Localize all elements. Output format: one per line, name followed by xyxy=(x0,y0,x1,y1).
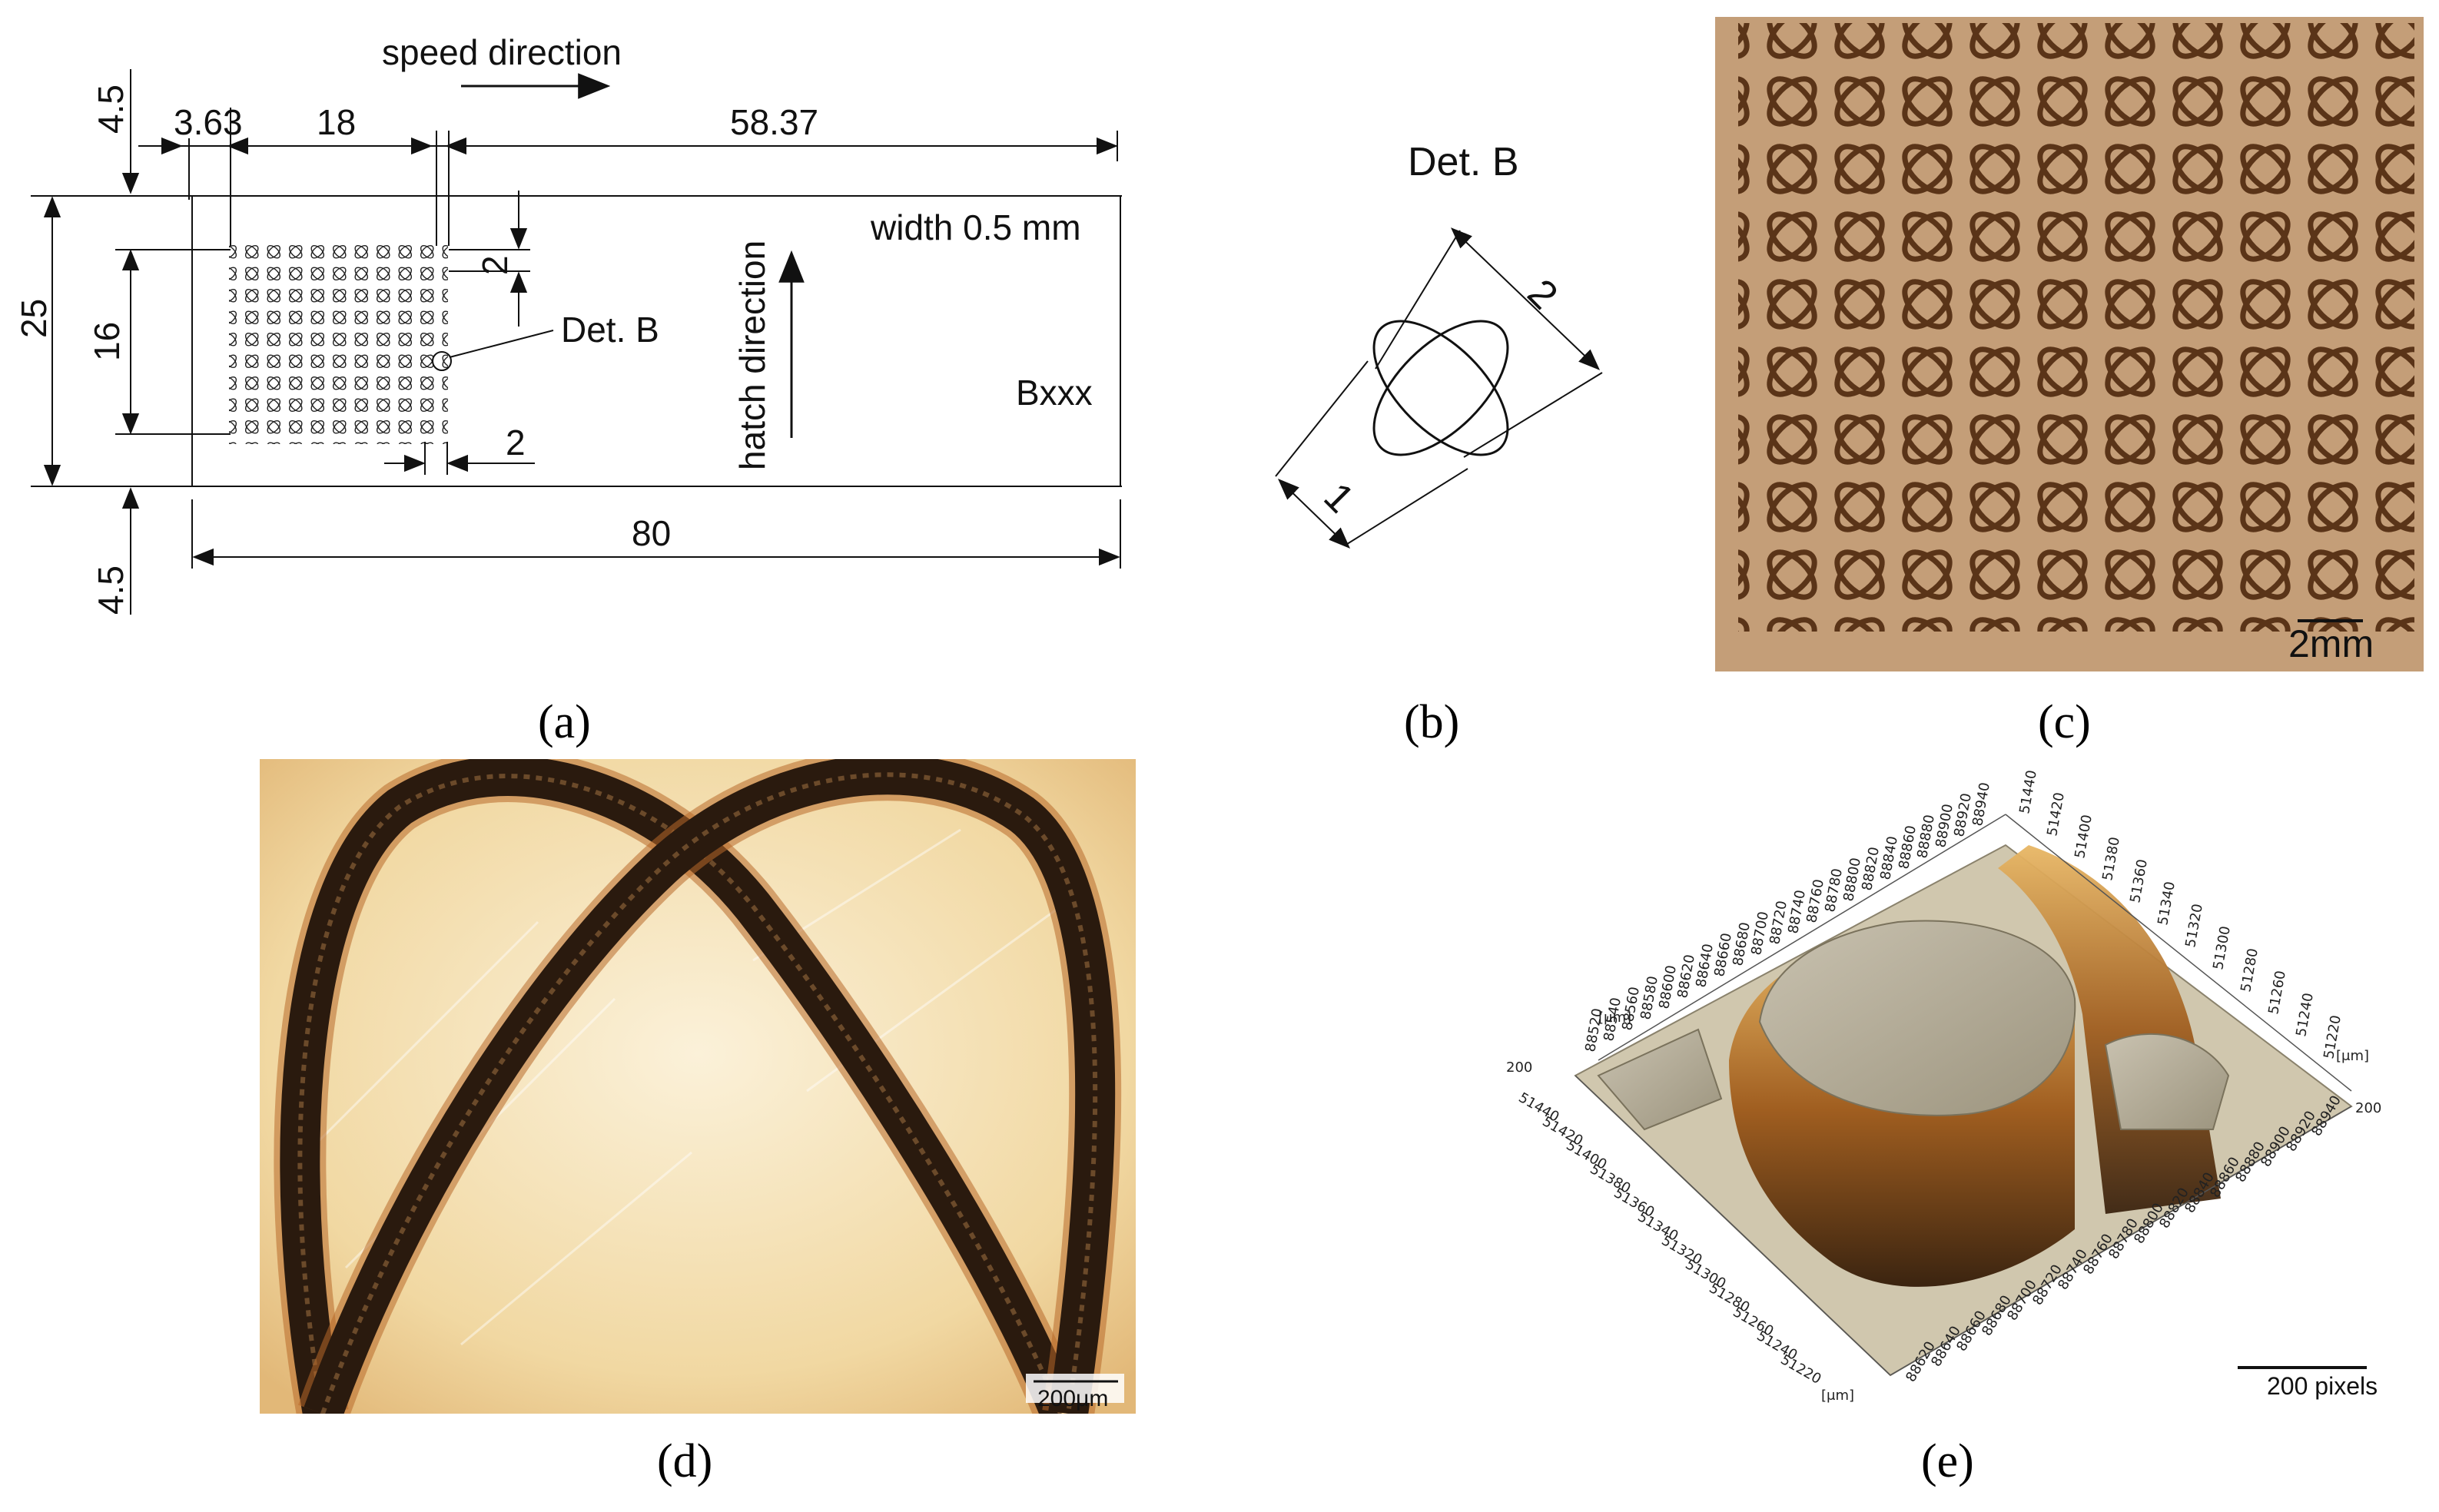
dim-top-margin: 4.5 xyxy=(91,85,131,134)
laser-tracks xyxy=(274,759,1122,1414)
panel-a-drawing: speed direction 3.63 18 58.37 4.5 25 xyxy=(14,32,1122,615)
scale-bar-d-label: 200μm xyxy=(1037,1386,1108,1411)
tick-top-right-7: 51300 xyxy=(2210,925,2234,971)
caption-c: (c) xyxy=(2038,696,2091,748)
z-label-left: 200 xyxy=(1506,1059,1532,1076)
tick-top-right-8: 51280 xyxy=(2238,947,2261,993)
axis-unit-bottom: [μm] xyxy=(1821,1388,1854,1404)
panel-b-detail: Det. B 2 1 xyxy=(1275,140,1603,549)
tick-top-right-4: 51360 xyxy=(2127,858,2151,904)
detail-b-label: Det. B xyxy=(561,310,659,350)
caption-a: (a) xyxy=(538,696,591,748)
dim-cell-height: 2 xyxy=(475,255,515,275)
detail-dim-1: 1 xyxy=(1316,474,1362,521)
caption-b: (b) xyxy=(1404,696,1459,748)
panel-e-3d-surface: 88520 88540 88560 88580 88600 88620 8864… xyxy=(1506,769,2381,1404)
tick-top-right-2: 51400 xyxy=(2072,814,2096,860)
dim-right-offset: 58.37 xyxy=(730,102,818,142)
tick-top-right-10: 51240 xyxy=(2293,992,2317,1038)
caption-d: (d) xyxy=(657,1435,712,1487)
tick-top-right-0: 51440 xyxy=(2016,769,2040,815)
tick-top-right-3: 51380 xyxy=(2099,836,2123,882)
axis-unit-top: [μm] xyxy=(1598,1010,1631,1026)
dim-left-offset: 3.63 xyxy=(174,102,243,142)
panel-c-photo: 2mm xyxy=(1715,17,2424,671)
speed-direction-label: speed direction xyxy=(382,32,622,72)
dim-cell-width: 2 xyxy=(506,423,526,463)
width-note: width 0.5 mm xyxy=(870,207,1081,247)
hatch-direction-label: hatch direction xyxy=(732,240,772,470)
sample-id: Bxxx xyxy=(1016,373,1093,413)
detail-b-title: Det. B xyxy=(1408,140,1519,184)
tick-top-right-5: 51340 xyxy=(2155,880,2179,927)
scale-bar-e-label: 200 pixels xyxy=(2267,1372,2378,1400)
plateau-center xyxy=(1758,920,2076,1116)
scale-bar-c-label: 2mm xyxy=(2288,622,2374,665)
tick-top-right-9: 51260 xyxy=(2265,970,2289,1016)
axis-unit-right: [μm] xyxy=(2336,1048,2369,1064)
tick-top-right-6: 51320 xyxy=(2182,903,2206,949)
dim-grid-width: 18 xyxy=(317,102,356,142)
z-label-right: 200 xyxy=(2355,1100,2381,1116)
detail-dim-2: 2 xyxy=(1519,270,1566,317)
panel-d-micrograph: 200μm xyxy=(260,759,1136,1414)
laser-pattern-grid xyxy=(1738,23,2414,632)
ellipse-1 xyxy=(1372,320,1509,456)
dim-total-height: 25 xyxy=(14,299,54,338)
tick-top-right-1: 51420 xyxy=(2044,791,2068,837)
dim-total-width: 80 xyxy=(632,513,671,553)
caption-e: (e) xyxy=(1921,1435,1974,1487)
ellipse-2 xyxy=(1372,320,1509,456)
dim-grid-height: 16 xyxy=(87,322,127,361)
dim-bottom-margin: 4.5 xyxy=(91,565,131,615)
tick-top-left-21: 88940 xyxy=(1969,781,1993,827)
cell-grid xyxy=(229,240,448,444)
tick-bottom-left-11: 51220 xyxy=(1778,1351,1824,1388)
